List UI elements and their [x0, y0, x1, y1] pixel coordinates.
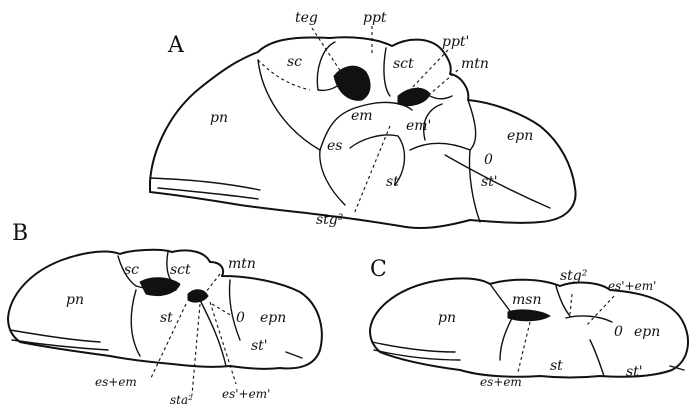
panel-a-label-st: st: [386, 174, 399, 190]
panel-b-label-st: st: [160, 310, 173, 326]
panel-b-label-sct: sct: [170, 262, 191, 278]
panel-b-dark-patch: [140, 278, 180, 296]
panel-c-label-st2: st': [626, 364, 643, 380]
panel-c-label-zero: 0: [614, 324, 623, 340]
panel-a-label-stg2: stg²: [316, 212, 344, 228]
panel-a-label-ppt2: ppt': [442, 34, 469, 50]
panel-c-label-esem2: es'+em': [608, 279, 656, 293]
panel-c-label-epn: epn: [634, 324, 660, 340]
panel-b-label-esem2: es'+em': [222, 387, 270, 401]
panel-a-dark-patch-1: [334, 66, 370, 100]
panel-b-label-pn: pn: [66, 292, 84, 308]
panel-b-label-st2: st': [251, 338, 268, 354]
panel-a-label-teg: teg: [295, 10, 318, 26]
panel-a-label-sct: sct: [393, 56, 414, 72]
panel-a-label-epn: epn: [507, 128, 533, 144]
panel-c: C pn msn stg² es'+em' 0 epn es+em st st': [370, 257, 688, 389]
panel-a-label-pn: pn: [210, 110, 228, 126]
panel-b-label-zero: 0: [236, 310, 245, 326]
panel-b-label-epn: epn: [260, 310, 286, 326]
panel-a-label-ppt: ppt: [363, 10, 387, 26]
panel-b-label-sc: sc: [124, 262, 139, 278]
panel-a-label-st2: st': [481, 174, 498, 190]
panel-a-label-sc: sc: [287, 54, 302, 70]
panel-c-label-st: st: [550, 358, 563, 374]
panel-c-label-esem: es+em: [480, 375, 522, 389]
panel-c-label-pn: pn: [438, 310, 456, 326]
panel-b: B sc sct mtn pn st 0 epn st' es+em sta² …: [8, 221, 322, 407]
panel-a-label-em2: em': [406, 118, 431, 134]
panel-c-letter: C: [370, 257, 387, 282]
panel-a-label-mtn: mtn: [461, 56, 489, 72]
panel-a-label-es: es: [327, 138, 342, 154]
panel-b-letter: B: [12, 221, 28, 246]
panel-c-label-msn: msn: [512, 292, 541, 308]
panel-b-label-esem: es+em: [95, 375, 137, 389]
panel-b-label-mtn: mtn: [228, 256, 256, 272]
panel-a-letter: A: [167, 33, 185, 58]
panel-a-label-em: em: [351, 108, 373, 124]
panel-a-dark-patch-2: [398, 88, 430, 105]
panel-b-label-sta2: sta²: [170, 393, 193, 407]
panel-c-label-stg2: stg²: [560, 268, 588, 284]
panel-a: A teg ppt ppt' mtn: [150, 10, 576, 228]
panel-a-teg-leader: [312, 28, 345, 78]
panel-a-label-zero: 0: [484, 152, 493, 168]
panel-c-dark-band: [508, 310, 550, 321]
